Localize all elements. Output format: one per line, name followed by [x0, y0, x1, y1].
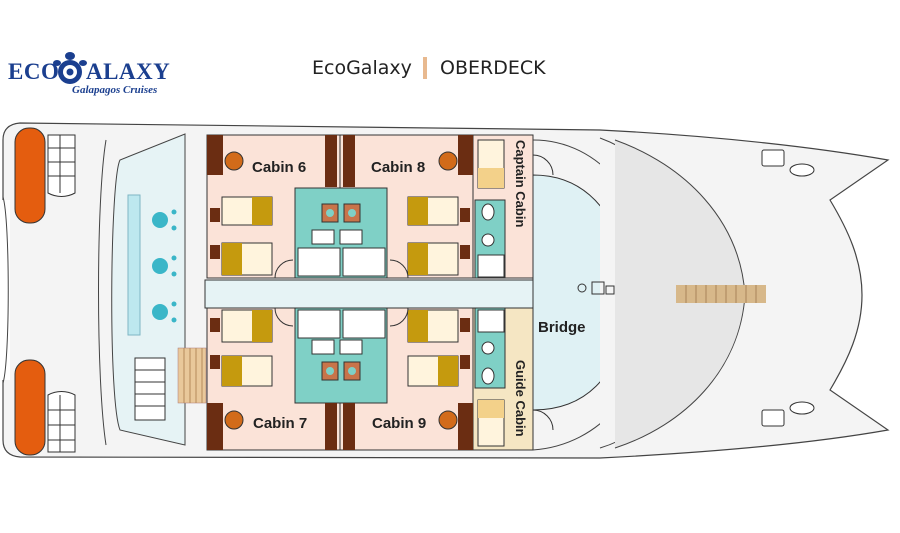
label-cabin-6: Cabin 6: [252, 159, 306, 176]
aft-deck-boards: [177, 347, 207, 404]
label-cabin-8: Cabin 8: [371, 159, 425, 176]
ship-name: EcoGalaxy: [312, 57, 412, 79]
bow-fittings: [761, 149, 815, 427]
chairs: [224, 151, 458, 430]
jacuzzi-3: [152, 304, 168, 320]
aft-deck-board-lines: [183, 348, 203, 403]
corridor: [204, 279, 553, 309]
stern-cutout: [0, 200, 10, 380]
lifeboat-bottom: [14, 359, 46, 456]
shower-trays: [297, 247, 505, 339]
jacuzzi-dots: [171, 209, 177, 323]
foredeck-gangway-lines: [685, 285, 757, 303]
label-cabin-7: Cabin 7: [253, 415, 307, 432]
beds: [221, 139, 505, 447]
jacuzzi-2: [152, 258, 168, 274]
stair-aft: [134, 357, 166, 421]
logo-brand-right: ALAXY: [86, 59, 171, 84]
label-bridge: Bridge: [538, 319, 586, 336]
aft-deck-inner: [98, 139, 107, 446]
deck-name: OBERDECK: [440, 57, 546, 79]
spiral-stair-top: [47, 134, 76, 197]
bathroom-fixtures: [321, 203, 361, 381]
stern-notch: [2, 196, 9, 384]
logo-tagline: Galapagos Cruises: [72, 84, 158, 96]
label-guide-cabin: Guide Cabin: [513, 360, 528, 437]
title-separator: [423, 57, 427, 79]
lifeboat-top: [14, 127, 46, 224]
wood-panels: [207, 135, 473, 450]
spiral-stair-bottom: [47, 391, 76, 453]
sinks: [311, 203, 495, 385]
turtle-icon: [53, 52, 87, 84]
pool-strip: [127, 194, 141, 336]
foredeck-gangway: [676, 285, 766, 303]
jacuzzi-1: [152, 212, 168, 228]
label-captain-cabin: Captain Cabin: [513, 140, 528, 227]
label-cabin-9: Cabin 9: [372, 415, 426, 432]
logo-brand-left: ECO: [8, 59, 60, 84]
helm-icon: [577, 281, 615, 295]
